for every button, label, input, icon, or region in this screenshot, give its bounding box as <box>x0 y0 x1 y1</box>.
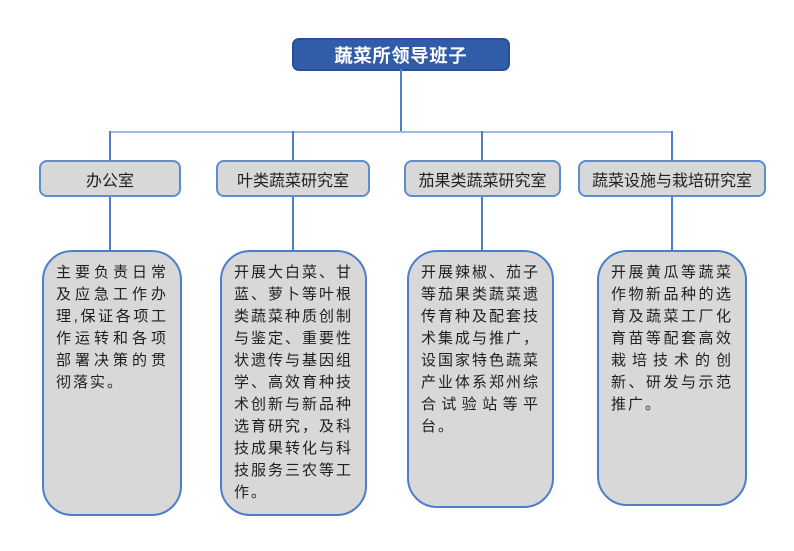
desc-box-leafy-vegetable-lab: 开展大白菜、甘蓝、萝卜等叶根类蔬菜种质创制与鉴定、重要性状遗传与基因组学、高效育… <box>220 250 367 516</box>
root-node: 蔬菜所领导班子 <box>292 38 510 71</box>
connector-drop-office <box>109 131 111 161</box>
connector-mid-office <box>109 197 111 250</box>
connector-mid-leafy <box>292 197 294 250</box>
desc-text-leafy-vegetable-lab: 开展大白菜、甘蓝、萝卜等叶根类蔬菜种质创制与鉴定、重要性状遗传与基因组学、高效育… <box>234 264 354 501</box>
root-node-label: 蔬菜所领导班子 <box>334 45 468 66</box>
dept-label-facility-cultivation-lab: 蔬菜设施与栽培研究室 <box>591 172 752 190</box>
connector-bus <box>109 131 673 133</box>
desc-text-solanaceous-vegetable-lab: 开展辣椒、茄子等茄果类蔬菜遗传育种及配套技术集成与推广，设国家特色蔬菜产业体系郑… <box>421 264 541 435</box>
desc-text-office: 主要负责日常及应急工作办理,保证各项工作运转和各项部署决策的贯彻落实。 <box>56 264 168 391</box>
dept-box-solanaceous-vegetable-lab: 茄果类蔬菜研究室 <box>404 160 561 197</box>
dept-box-facility-cultivation-lab: 蔬菜设施与栽培研究室 <box>578 160 766 197</box>
dept-label-office: 办公室 <box>85 172 134 190</box>
dept-label-leafy-vegetable-lab: 叶类蔬菜研究室 <box>236 172 349 190</box>
connector-mid-facility <box>671 197 673 250</box>
dept-label-solanaceous-vegetable-lab: 茄果类蔬菜研究室 <box>418 172 547 190</box>
desc-box-facility-cultivation-lab: 开展黄瓜等蔬菜作物新品种的选育及蔬菜工厂化育苗等配套高效栽培技术的创新、研发与示… <box>597 250 747 506</box>
connector-drop-facility <box>671 131 673 161</box>
dept-box-office: 办公室 <box>39 160 181 197</box>
connector-stem <box>400 69 402 132</box>
connector-drop-leafy <box>292 131 294 161</box>
connector-mid-solanaceous <box>481 197 483 250</box>
desc-text-facility-cultivation-lab: 开展黄瓜等蔬菜作物新品种的选育及蔬菜工厂化育苗等配套高效栽培技术的创新、研发与示… <box>611 264 733 413</box>
connector-drop-solanaceous <box>481 131 483 161</box>
desc-box-solanaceous-vegetable-lab: 开展辣椒、茄子等茄果类蔬菜遗传育种及配套技术集成与推广，设国家特色蔬菜产业体系郑… <box>407 250 554 508</box>
desc-box-office: 主要负责日常及应急工作办理,保证各项工作运转和各项部署决策的贯彻落实。 <box>42 250 182 516</box>
dept-box-leafy-vegetable-lab: 叶类蔬菜研究室 <box>216 160 370 197</box>
